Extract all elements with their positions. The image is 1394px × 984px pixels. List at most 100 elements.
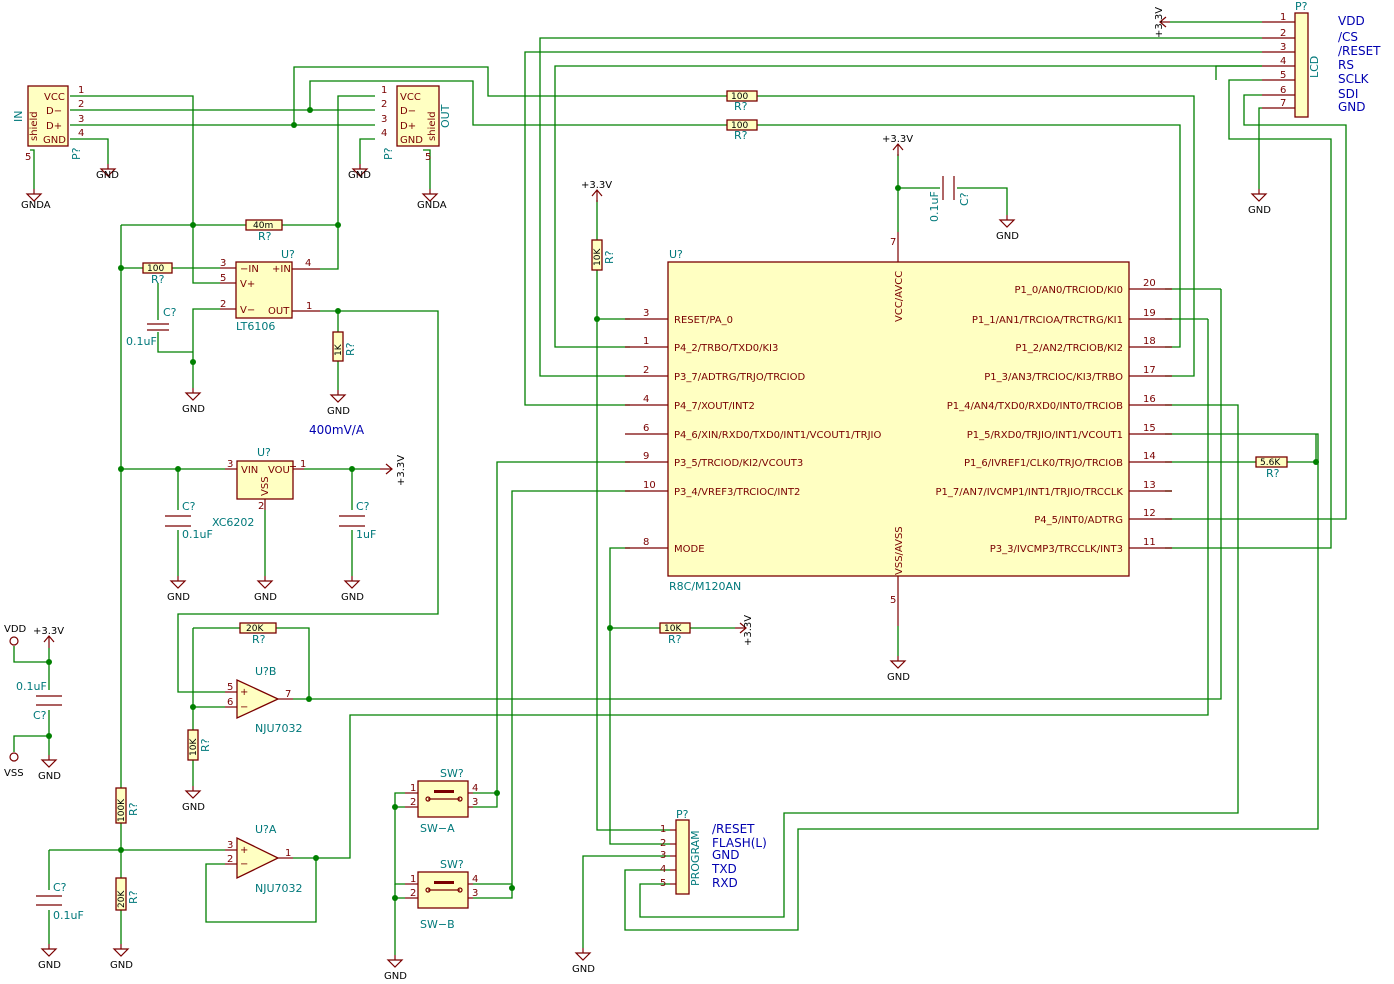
svg-text:shield: shield [29, 111, 40, 141]
svg-text:C?: C? [958, 192, 971, 206]
program-signal: FLASH(L) [712, 836, 767, 850]
v33-lcd: +3.3V [1154, 7, 1170, 38]
svg-text:R?: R? [127, 890, 140, 904]
svg-text:VSS/AVSS: VSS/AVSS [894, 526, 905, 575]
pin-name: P1_3/AN3/TRCIOC/KI3/TRBO [984, 372, 1123, 383]
capacitor-sense: C? 0.1uF [126, 306, 177, 348]
resistor-100k: 100K R? [115, 787, 140, 824]
gnd-symbol: GND [38, 755, 61, 782]
pin-name: P3_3/IVCMP3/TRCCLK/INT3 [990, 544, 1123, 555]
svg-text:P?: P? [382, 147, 395, 160]
svg-text:100: 100 [731, 92, 748, 102]
pin-name: P1_7/AN7/IVCMP1/INT1/TRJIO/TRCCLK [936, 487, 1124, 498]
pin-number: 18 [1143, 336, 1156, 347]
capacitor-divider: C? 0.1uF [36, 881, 84, 922]
resistor-100-top: 100 R? [726, 90, 758, 113]
pin-name: P1_5/RXD0/TRJIO/INT1/VCOUT1 [967, 430, 1123, 441]
pin-number: 10 [643, 480, 656, 491]
svg-text:1: 1 [300, 459, 306, 470]
svg-text:2: 2 [78, 99, 84, 110]
v33-reset: +3.3V [581, 180, 612, 203]
svg-text:4: 4 [381, 128, 387, 139]
usb-in-connector: VCC D− D+ GND shield IN 1 2 3 4 5 P? [12, 85, 84, 163]
svg-text:R?: R? [127, 802, 140, 816]
svg-text:1: 1 [285, 848, 291, 859]
svg-text:R?: R? [199, 738, 212, 752]
wires [13, 21, 1347, 955]
svg-text:PROGRAM: PROGRAM [689, 830, 702, 886]
svg-text:R?: R? [252, 633, 266, 646]
mcu-pin-2: 2P3_7/ADTRG/TRJO/TRCIOD [625, 365, 805, 383]
svg-text:+3.3V: +3.3V [882, 134, 913, 145]
resistor-20k-divider: 20K R? [115, 877, 140, 911]
gnda-usb-out: GNDA [417, 188, 447, 211]
pin-number: 6 [643, 423, 649, 434]
svg-text:D−: D− [46, 106, 62, 117]
resistor-40m: 40m R? [245, 219, 283, 243]
sense-amp-lt6106: −IN +IN V+ V− OUT 3 4 5 2 1 U? LT6106 [220, 248, 320, 333]
svg-text:7: 7 [285, 689, 291, 700]
gnd-label: GND [38, 960, 61, 971]
program-pin-number: 4 [660, 864, 666, 875]
pin-number: 3 [643, 308, 649, 319]
v33-reg-out: +3.3V [380, 455, 407, 486]
svg-text:3: 3 [472, 797, 478, 808]
gnd-label: GND [887, 672, 910, 683]
program-signal: /RESET [712, 822, 755, 836]
program-pin-number: 3 [660, 850, 666, 861]
svg-text:5: 5 [220, 273, 226, 284]
lcd-pin-number: 1 [1280, 12, 1286, 23]
svg-text:SW−B: SW−B [420, 918, 455, 931]
svg-text:5: 5 [425, 152, 431, 163]
svg-text:C?: C? [53, 881, 67, 894]
svg-text:SW?: SW? [440, 858, 464, 871]
pin-number: 17 [1143, 365, 1156, 376]
gnd-label: GND [341, 592, 364, 603]
svg-text:V+: V+ [240, 279, 255, 290]
svg-text:2: 2 [410, 797, 416, 808]
svg-text:LCD: LCD [1308, 56, 1321, 78]
gnd-label: GND [384, 971, 407, 982]
svg-text:−: − [240, 702, 248, 713]
gnd-symbol: GND [572, 948, 595, 975]
gnd-symbol: GND [38, 944, 61, 971]
svg-text:4: 4 [472, 874, 478, 885]
svg-text:R?: R? [734, 100, 748, 113]
svg-text:VCC: VCC [400, 92, 421, 103]
svg-text:GND: GND [43, 135, 66, 146]
gnd-label: GND [254, 592, 277, 603]
svg-text:1uF: 1uF [356, 528, 376, 541]
svg-text:U?B: U?B [255, 665, 276, 678]
svg-text:IN: IN [12, 111, 25, 122]
svg-text:2: 2 [258, 501, 264, 512]
svg-text:6: 6 [227, 697, 233, 708]
regulator-xc6202: VIN VOUT VSS 3 1 2 U? XC6202 [212, 446, 306, 529]
lcd-pin-number: 4 [1280, 56, 1286, 67]
svg-text:−IN: −IN [240, 264, 259, 275]
program-pin-number: 1 [660, 824, 666, 835]
svg-text:SW?: SW? [440, 767, 464, 780]
resistor-5k6: 5.6K R? [1255, 456, 1288, 480]
gnd-symbol: GND [167, 576, 190, 603]
gnd-label: GND [38, 771, 61, 782]
vss-terminal: VSS [4, 752, 24, 779]
pin-name: P4_7/XOUT/INT2 [674, 401, 755, 412]
gnd-symbol: GND [254, 576, 277, 603]
program-signal: GND [712, 848, 740, 862]
gnd-symbol: GND [327, 390, 350, 417]
svg-text:20K: 20K [117, 890, 127, 908]
svg-text:+: + [240, 687, 248, 698]
usb-out-connector: VCC D− D+ GND shield OUT 1 2 3 4 5 P? [381, 85, 452, 163]
svg-text:C?: C? [163, 306, 177, 319]
lcd-pin-number: 3 [1280, 42, 1286, 53]
capacitor-mcu: 0.1uF C? [928, 176, 971, 222]
